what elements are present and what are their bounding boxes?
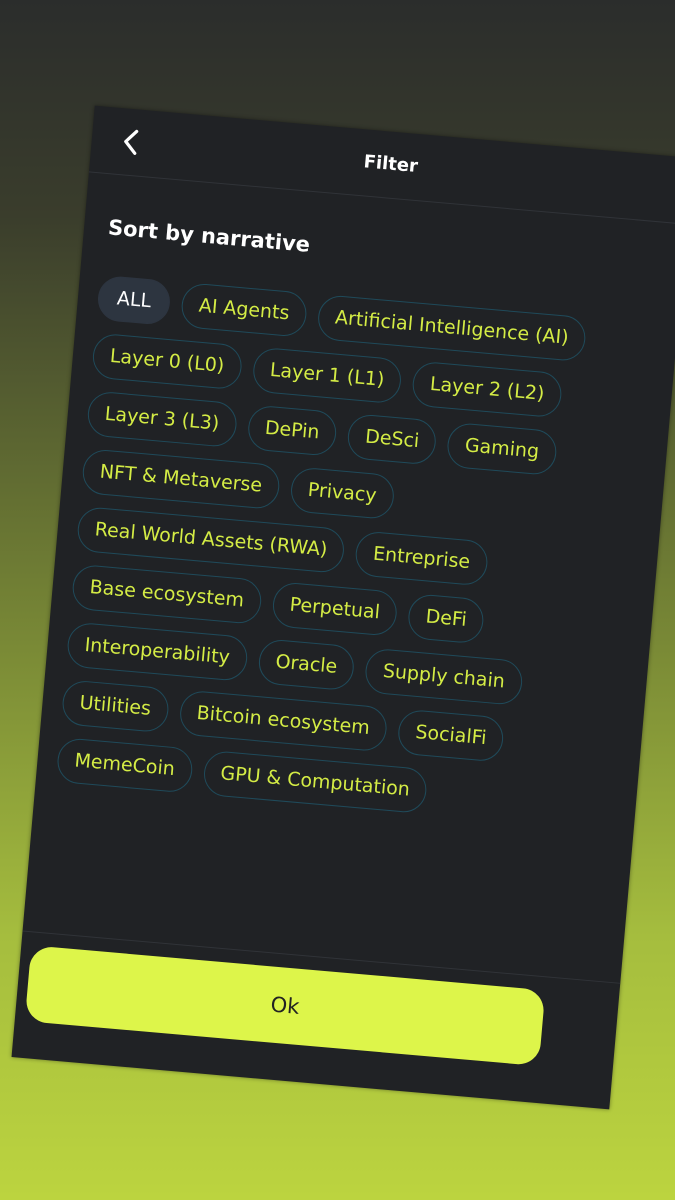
- narrative-chip[interactable]: Interoperability: [65, 621, 249, 682]
- narrative-chip[interactable]: Layer 3 (L3): [86, 390, 239, 449]
- chevron-left-icon: [124, 129, 139, 155]
- narrative-chip[interactable]: DePin: [246, 404, 339, 457]
- narrative-chip[interactable]: Layer 2 (L2): [411, 360, 564, 419]
- ok-button[interactable]: Ok: [24, 945, 546, 1067]
- narrative-chip[interactable]: GPU & Computation: [201, 749, 429, 815]
- narrative-chip[interactable]: Privacy: [288, 466, 396, 521]
- section-title: Sort by narrative: [107, 215, 311, 257]
- narrative-chip[interactable]: Bitcoin ecosystem: [177, 689, 389, 753]
- back-button[interactable]: [114, 126, 147, 159]
- narrative-chip[interactable]: Real World Assets (RWA): [75, 505, 347, 575]
- narrative-chip[interactable]: Supply chain: [364, 647, 524, 706]
- narrative-chip[interactable]: Layer 0 (L0): [91, 332, 244, 391]
- narrative-chip[interactable]: Oracle: [256, 638, 357, 692]
- narrative-chip[interactable]: Utilities: [60, 679, 170, 734]
- narrative-chip[interactable]: Layer 1 (L1): [251, 346, 404, 405]
- narrative-chip[interactable]: Gaming: [446, 421, 558, 477]
- narrative-chip[interactable]: DeFi: [406, 593, 486, 645]
- narrative-chip[interactable]: AI Agents: [179, 282, 309, 338]
- narrative-chip[interactable]: Perpetual: [270, 581, 399, 637]
- narrative-chip[interactable]: DeSci: [346, 413, 439, 466]
- header-bar: Filter: [88, 105, 675, 225]
- narrative-chip[interactable]: Artificial Intelligence (AI): [316, 294, 588, 363]
- narrative-chip[interactable]: SocialFi: [396, 708, 506, 763]
- narrative-chip[interactable]: MemeCoin: [55, 737, 194, 794]
- page-title: Filter: [362, 151, 419, 178]
- narrative-chip[interactable]: NFT & Metaverse: [80, 448, 281, 511]
- narrative-chip[interactable]: Base ecosystem: [70, 563, 263, 625]
- narrative-chip[interactable]: ALL: [96, 274, 172, 326]
- narrative-chip[interactable]: Entreprise: [354, 530, 489, 587]
